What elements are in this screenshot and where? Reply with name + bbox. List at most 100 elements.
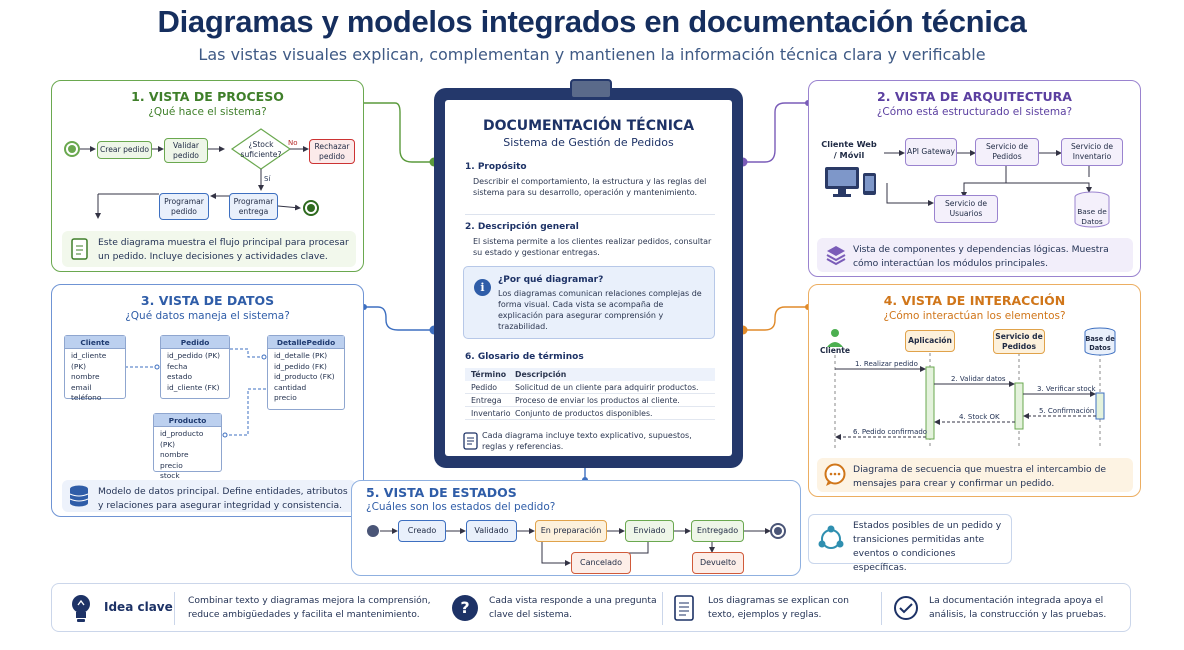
field: id_pedido (PK) <box>167 351 221 360</box>
field: estado <box>167 372 193 381</box>
field: nombre <box>160 450 189 459</box>
glossary-table: Término Descripción Pedido Solicitud de un… <box>465 368 715 420</box>
architecture-view-panel: 2. VISTA DE ARQUITECTURA ¿Cómo está estr… <box>808 80 1141 277</box>
why-diagram-box: i ¿Por qué diagramar? Los diagramas comu… <box>463 266 715 339</box>
doc-section-2-title: 2. Descripción general <box>465 222 579 232</box>
message-2: 2. Validar datos <box>951 375 1006 383</box>
api-gateway-node: API Gateway <box>905 138 957 166</box>
doc-section-2-text: El sistema permite a los clientes realiz… <box>473 237 712 257</box>
message-4: 4. Stock OK <box>959 413 1000 421</box>
process-view-title: 1. VISTA DE PROCESO <box>131 89 284 104</box>
entity-name: Producto <box>154 414 221 427</box>
field: id_producto (FK) <box>274 372 335 381</box>
architecture-view-subtitle: ¿Cómo está estructurado el sistema? <box>876 106 1073 118</box>
table-row: Entrega Proceso de enviar los productos a… <box>465 394 715 407</box>
states-view-title: 5. VISTA DE ESTADOS <box>366 485 517 500</box>
interaction-note-text: Diagrama de secuencia que muestra el int… <box>853 464 1107 489</box>
entity-name: DetallePedido <box>268 336 344 349</box>
field: cantidad <box>274 382 307 392</box>
table-row: Pedido Solicitud de un cliente para adqui… <box>465 381 715 394</box>
divider <box>465 214 715 215</box>
entity-detallepedido: DetallePedido id_detalle (PK)id_pedido (… <box>267 335 345 410</box>
data-view-title: 3. VISTA DE DATOS <box>140 293 275 308</box>
process-view-subtitle: ¿Qué hace el sistema? <box>148 106 267 118</box>
architecture-note: Vista de componentes y dependencias lógi… <box>817 238 1133 272</box>
document-icon <box>71 238 88 260</box>
architecture-note-text: Vista de componentes y dependencias lógi… <box>853 244 1109 269</box>
divider <box>662 592 663 625</box>
table-cell: Solicitud de un cliente para adquirir pr… <box>515 383 699 392</box>
step-validar-pedido: Validar pedido <box>164 138 208 163</box>
inventory-service-node: Servicio de Inventario <box>1061 138 1123 166</box>
data-relations <box>125 348 267 438</box>
process-flow-arrows <box>64 128 319 219</box>
actor-aplicacion: Aplicación <box>905 330 955 352</box>
glossary-col-desc: Descripción <box>515 370 567 379</box>
order-service-node: Servicio de Pedidos <box>975 138 1039 166</box>
checklist-icon <box>463 432 478 450</box>
table-cell: Inventario <box>471 409 511 418</box>
doc-section-1-text: Describir el comportamiento, la estructu… <box>473 177 707 197</box>
state-enviado: Enviado <box>625 520 674 542</box>
message-5: 5. Confirmación <box>1039 407 1095 415</box>
clipboard-clip <box>570 79 612 99</box>
data-view-subtitle: ¿Qué datos maneja el sistema? <box>125 310 290 322</box>
decision-stock: ¿Stock suficiente? <box>240 140 282 159</box>
step-programar-pedido: Programar pedido <box>159 193 209 220</box>
field: email <box>71 382 92 392</box>
table-cell: Entrega <box>471 396 502 405</box>
divider <box>174 592 175 625</box>
doc-footer-text: Cada diagrama incluye texto explicativo,… <box>482 431 692 451</box>
field: teléfono <box>71 393 102 402</box>
architecture-view-title: 2. VISTA DE ARQUITECTURA <box>877 89 1072 104</box>
state-entregado: Entregado <box>691 520 744 542</box>
user-service-node: Servicio de Usuarios <box>934 195 998 223</box>
message-3: 3. Verificar stock <box>1037 385 1096 393</box>
message-1: 1. Realizar pedido <box>855 360 918 368</box>
process-view-panel: 1. VISTA DE PROCESO ¿Qué hace el sistema… <box>51 80 364 272</box>
architecture-arrows <box>884 150 1092 206</box>
page-title: Diagramas y modelos integrados en docume… <box>157 4 1027 39</box>
why-title: ¿Por qué diagramar? <box>498 275 604 285</box>
interaction-note: Diagrama de secuencia que muestra el int… <box>817 458 1133 492</box>
database-icon <box>1074 191 1110 228</box>
field: stock <box>160 471 180 480</box>
step-programar-entrega: Programar entrega <box>229 193 278 220</box>
idea-clave-label: Idea clave <box>104 600 173 614</box>
chat-bubble-icon <box>824 463 846 486</box>
field: fecha <box>167 361 188 371</box>
states-note: Estados posibles de un pedido y transici… <box>808 514 1012 573</box>
interaction-view-title: 4. VISTA DE INTERACCIÓN <box>883 293 1066 308</box>
document-sheet: DOCUMENTACIÓN TÉCNICA Sistema de Gestión… <box>445 100 732 456</box>
divider <box>881 592 882 625</box>
states-view-subtitle: ¿Cuáles son los estados del pedido? <box>366 501 556 513</box>
table-cell: Proceso de enviar los productos al clien… <box>515 396 680 405</box>
client-label: Cliente Web / Móvil <box>821 139 877 160</box>
state-en-preparacion: En preparación <box>535 520 607 542</box>
field: id_cliente (PK) <box>71 351 107 371</box>
field: precio <box>160 460 183 470</box>
field: precio <box>274 393 297 402</box>
glossary-col-term: Término <box>471 370 507 379</box>
process-note-text: Este diagrama muestra el flujo principal… <box>98 237 349 262</box>
step-rechazar-pedido: Rechazar pedido <box>309 139 355 164</box>
field: id_pedido (FK) <box>274 361 327 371</box>
lightbulb-icon <box>72 595 90 622</box>
field: id_cliente (FK) <box>167 382 220 392</box>
entity-name: Pedido <box>161 336 229 349</box>
footer-item-1: Combinar texto y diagramas mejora la com… <box>188 595 431 620</box>
doc-subtitle: Sistema de Gestión de Pedidos <box>503 136 674 149</box>
field: id_detalle (PK) <box>274 351 328 360</box>
entity-name: Cliente <box>65 336 125 349</box>
question-icon: ? <box>452 595 478 621</box>
doc-section-1-title: 1. Propósito <box>465 162 527 172</box>
why-text: Los diagramas comunican relaciones compl… <box>498 289 702 331</box>
doc-section-6-title: 6. Glosario de términos <box>465 352 584 362</box>
state-validado: Validado <box>466 520 517 542</box>
layers-icon <box>826 246 846 266</box>
page-subtitle: Las vistas visuales explican, complement… <box>198 45 986 64</box>
table-cell: Pedido <box>471 383 498 392</box>
